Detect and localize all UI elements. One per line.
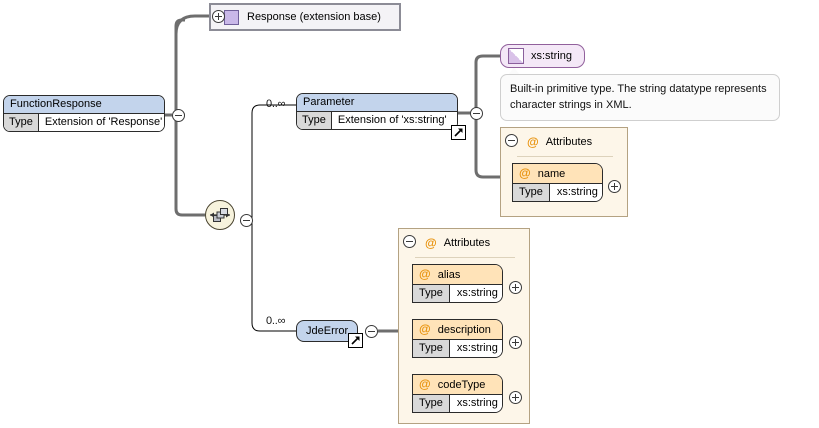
at-sign-icon: @ <box>519 166 531 180</box>
attribute-group-header[interactable]: @ Attributes <box>399 229 529 250</box>
external-link-badge-parameter[interactable] <box>451 125 466 140</box>
attribute-description-type-row: Type xs:string <box>413 340 502 357</box>
type-label: Type <box>413 395 450 412</box>
type-label: Type <box>513 184 550 201</box>
attribute-alias-header: @ alias <box>413 265 502 285</box>
attribute-description-label: description <box>437 324 491 336</box>
attribute-description-header: @ description <box>413 320 502 340</box>
occurrence-jdeerror: 0..∞ <box>266 315 286 327</box>
toggle-jde-error[interactable] <box>365 325 378 338</box>
attribute-code-type[interactable]: @ codeType Type xs:string <box>412 374 503 413</box>
attribute-group-label: Attributes <box>443 237 491 249</box>
toggle-attribute-name[interactable] <box>608 180 621 193</box>
type-value: xs:string <box>549 184 602 201</box>
attribute-description[interactable]: @ description Type xs:string <box>412 319 503 358</box>
element-jde-error[interactable]: JdeError <box>296 320 358 342</box>
sequence-compositor-icon[interactable] <box>205 200 235 230</box>
simple-type-xs-string[interactable]: xs:string <box>500 44 585 68</box>
element-function-response-type-row: Type Extension of 'Response' <box>4 114 164 131</box>
annotation-line-1: Built-in primitive type. The string data… <box>510 83 767 95</box>
type-value: Extension of 'Response' <box>38 114 164 131</box>
element-parameter[interactable]: Parameter Type Extension of 'xs:string' <box>296 93 458 130</box>
attribute-alias[interactable]: @ alias Type xs:string <box>412 264 503 303</box>
attribute-group-header[interactable]: @ Attributes <box>501 128 627 149</box>
element-function-response[interactable]: FunctionResponse Type Extension of 'Resp… <box>3 95 165 132</box>
connector-trunk-upper <box>174 14 209 35</box>
annotation-tooltip: Built-in primitive type. The string data… <box>500 74 780 121</box>
at-sign-icon: @ <box>419 322 431 336</box>
attribute-group-divider <box>415 257 515 258</box>
attribute-code-type-type-row: Type xs:string <box>413 395 502 412</box>
connector-to-parameter <box>251 104 296 114</box>
simple-type-label: xs:string <box>531 50 572 62</box>
at-sign-icon: @ <box>425 236 437 250</box>
toggle-function-response[interactable] <box>172 109 185 122</box>
attribute-name[interactable]: @ name Type xs:string <box>512 163 603 202</box>
external-link-badge-jdeerror[interactable] <box>348 333 363 348</box>
element-parameter-type-row: Type Extension of 'xs:string' <box>297 112 457 129</box>
attribute-code-type-header: @ codeType <box>413 375 502 395</box>
type-value: xs:string <box>449 395 502 412</box>
type-label: Type <box>4 114 39 131</box>
attribute-group-divider <box>517 156 613 157</box>
base-type-response[interactable]: Response (extension base) <box>209 3 401 31</box>
attribute-alias-label: alias <box>437 269 461 281</box>
element-parameter-name: Parameter <box>297 94 457 112</box>
type-value: xs:string <box>449 285 502 302</box>
simple-type-icon <box>508 48 524 64</box>
attribute-code-type-label: codeType <box>437 379 486 391</box>
toggle-attribute-group-jdeerror[interactable] <box>403 235 416 248</box>
type-label: Type <box>297 112 332 129</box>
at-sign-icon: @ <box>527 135 539 149</box>
connector-parameter-to-simpletype <box>474 54 500 63</box>
attribute-name-header: @ name <box>513 164 602 184</box>
at-sign-icon: @ <box>419 377 431 391</box>
element-jde-error-label: JdeError <box>306 325 349 337</box>
sequence-glyph <box>210 208 230 222</box>
type-label: Type <box>413 285 450 302</box>
type-label: Type <box>413 340 450 357</box>
connector-parameter-to-attributes <box>474 169 500 179</box>
annotation-line-2: character strings in XML. <box>510 99 632 111</box>
attribute-name-label: name <box>537 168 566 180</box>
occurrence-parameter: 0..∞ <box>266 98 286 110</box>
violet-square-icon <box>224 9 239 25</box>
attribute-name-type-row: Type xs:string <box>513 184 602 201</box>
toggle-attribute-code-type[interactable] <box>509 391 522 404</box>
toggle-attribute-description[interactable] <box>509 336 522 349</box>
toggle-attribute-group-parameter[interactable] <box>505 134 518 147</box>
at-sign-icon: @ <box>419 267 431 281</box>
toggle-response-base[interactable] <box>212 10 225 23</box>
base-type-label: Response (extension base) <box>247 11 381 23</box>
element-function-response-name: FunctionResponse <box>4 96 164 114</box>
type-value: Extension of 'xs:string' <box>331 112 453 129</box>
toggle-sequence[interactable] <box>240 214 253 227</box>
toggle-attribute-alias[interactable] <box>509 281 522 294</box>
toggle-parameter[interactable] <box>470 107 483 120</box>
attribute-alias-type-row: Type xs:string <box>413 285 502 302</box>
attribute-group-label: Attributes <box>545 136 593 148</box>
type-value: xs:string <box>449 340 502 357</box>
